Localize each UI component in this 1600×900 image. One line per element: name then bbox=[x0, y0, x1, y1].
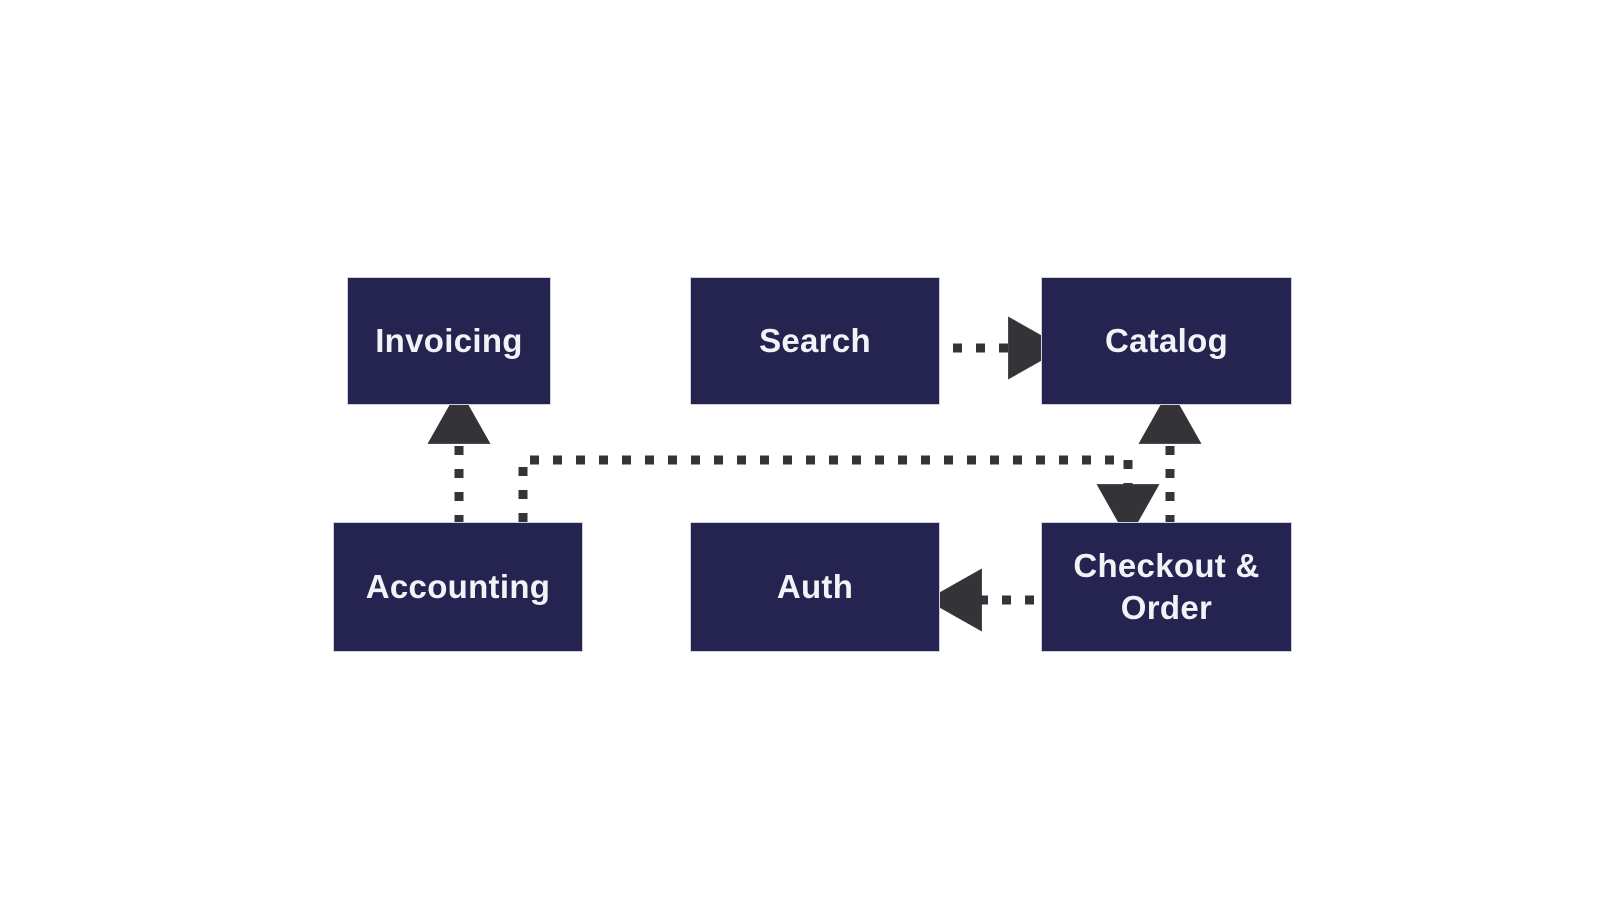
node-accounting[interactable]: Accounting bbox=[333, 522, 583, 652]
edge-accounting-to-checkout bbox=[518, 455, 1160, 540]
node-search[interactable]: Search bbox=[690, 277, 940, 405]
node-checkout-label: Checkout & Order bbox=[1073, 546, 1260, 626]
node-search-label: Search bbox=[759, 321, 871, 359]
node-auth-label: Auth bbox=[776, 567, 854, 605]
node-invoicing[interactable]: Invoicing bbox=[347, 277, 551, 405]
node-auth[interactable]: Auth bbox=[690, 522, 940, 652]
node-accounting-label: Accounting bbox=[365, 567, 551, 605]
node-invoicing-label: Invoicing bbox=[375, 321, 523, 359]
node-checkout[interactable]: Checkout & Order bbox=[1041, 522, 1292, 652]
node-catalog-label: Catalog bbox=[1104, 321, 1229, 359]
node-catalog[interactable]: Catalog bbox=[1041, 277, 1292, 405]
